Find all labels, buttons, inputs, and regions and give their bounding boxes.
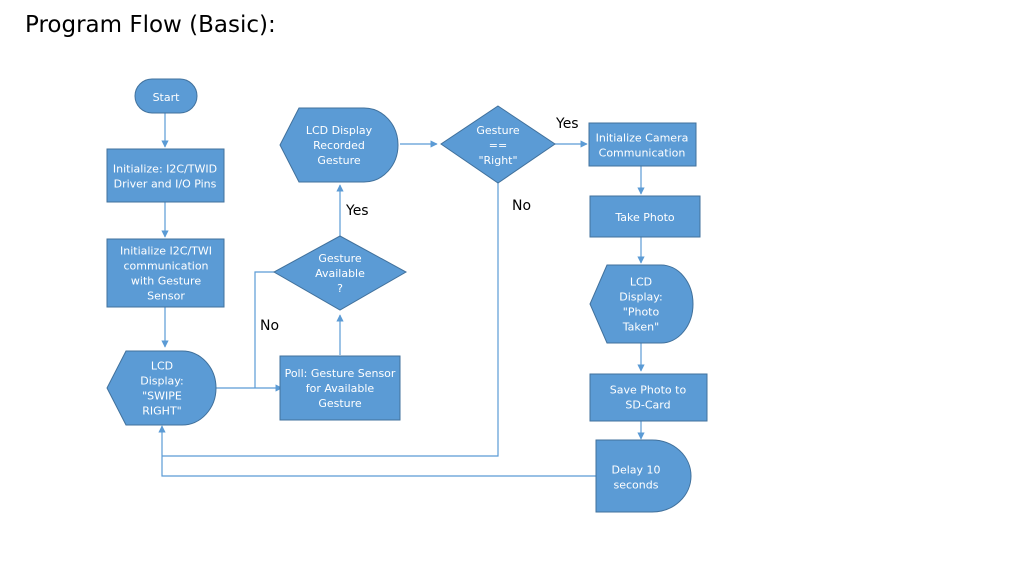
label-available-no: No	[260, 318, 279, 334]
poll-line: for Available	[306, 382, 375, 395]
lcd-swipe-line: RIGHT"	[142, 405, 181, 418]
node-save-photo: Save Photo to SD-Card	[589, 373, 708, 422]
poll-line: Gesture	[318, 397, 362, 410]
lcd-recorded-line: LCD Display	[306, 124, 373, 137]
lcd-swipe-line: "SWIPE	[142, 390, 182, 403]
lcd-photo-line: LCD	[630, 276, 652, 289]
init-comm-line: with Gesture	[131, 275, 201, 288]
start-line: Start	[153, 91, 181, 104]
gesture-right-line: Gesture	[476, 124, 520, 137]
lcd-photo-line: Taken"	[622, 321, 659, 334]
node-gesture-right: Gesture == "Right"	[440, 105, 556, 184]
lcd-recorded-line: Recorded	[313, 139, 365, 152]
save-photo-line: Save Photo to	[610, 384, 687, 397]
lcd-photo-line: "Photo	[623, 306, 660, 319]
connector-delay-to-lcd-swipe	[158, 425, 596, 477]
label-right-no: No	[512, 198, 531, 214]
label-available-yes: Yes	[345, 203, 369, 219]
gesture-available-line: Available	[315, 267, 365, 280]
lcd-swipe-line: Display:	[140, 375, 183, 388]
take-photo-line: Take Photo	[614, 211, 675, 224]
gesture-right-line: "Right"	[478, 154, 517, 167]
lcd-swipe-line: LCD	[151, 360, 173, 373]
delay-line: seconds	[614, 479, 659, 492]
svg-text:Take Photo: Take Photo	[614, 211, 675, 224]
gesture-available-line: Gesture	[318, 252, 362, 265]
lcd-photo-line: Display:	[619, 291, 662, 304]
connector-right-no-loop	[162, 183, 499, 457]
node-lcd-swipe: LCD Display: "SWIPE RIGHT"	[106, 350, 217, 426]
node-init-comm: Initialize I2C/TWI communication with Gest…	[106, 238, 225, 308]
init-camera-line: Communication	[599, 147, 686, 160]
init-comm-line: Initialize I2C/TWI	[120, 245, 212, 258]
connector-available-no-loop	[254, 271, 274, 388]
poll-line: Poll: Gesture Sensor	[285, 367, 396, 380]
init-comm-line: communication	[123, 260, 208, 273]
node-start: Start	[134, 78, 198, 114]
save-photo-line: SD-Card	[625, 399, 670, 412]
node-take-photo: Take Photo	[589, 195, 701, 238]
svg-text:Start: Start	[153, 91, 181, 104]
slide-title: Program Flow (Basic):	[25, 12, 276, 38]
lcd-recorded-line: Gesture	[317, 154, 361, 167]
label-right-yes: Yes	[555, 116, 579, 132]
svg-text:Gesture=="Right": Gesture == "Right"	[476, 124, 520, 167]
gesture-right-line: ==	[489, 139, 507, 152]
init-camera-line: Initialize Camera	[596, 132, 689, 145]
node-init-i2c: Initialize: I2C/TWID Driver and I/O Pins	[106, 148, 225, 203]
init-i2c-line: Driver and I/O Pins	[114, 178, 217, 191]
connectors	[158, 113, 645, 477]
init-comm-line: Sensor	[147, 290, 185, 303]
gesture-available-line: ?	[337, 282, 343, 295]
node-delay: Delay 10 seconds	[595, 439, 692, 513]
delay-line: Delay 10	[611, 464, 660, 477]
init-i2c-line: Initialize: I2C/TWID	[113, 163, 217, 176]
